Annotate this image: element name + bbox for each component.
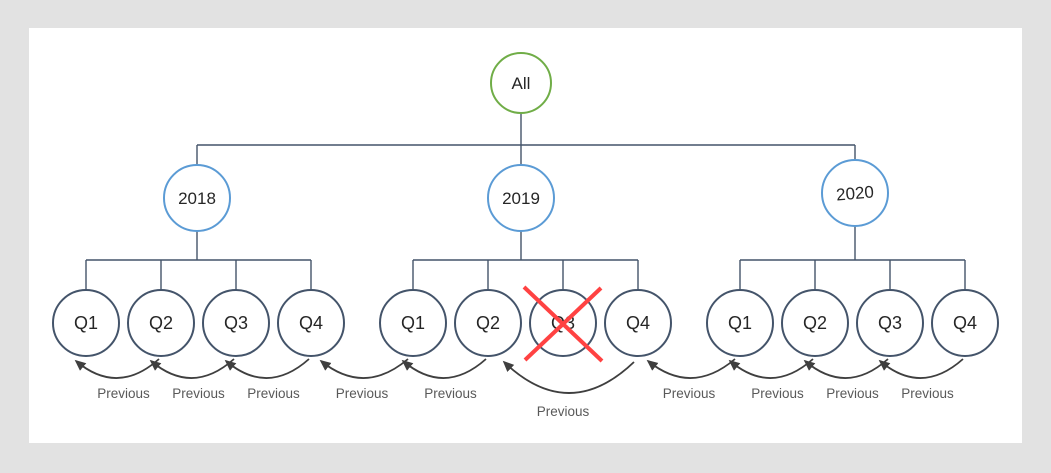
year-node-2019: 2019	[487, 164, 555, 232]
previous-link-2019-q2-to-2019-q1: Previous	[401, 358, 487, 401]
quarter-node-2019-q3: Q3	[522, 285, 604, 363]
tree-connectors	[85, 113, 966, 290]
year-node-2018: 2018	[163, 164, 231, 232]
quarter-node-circle	[379, 289, 447, 357]
quarter-node-label: Q1	[401, 313, 425, 333]
quarter-node-circle	[202, 289, 270, 357]
year-node-label-2020: 2020	[835, 182, 874, 204]
previous-arrow	[401, 358, 487, 379]
previous-link-2018-q4-to-2018-q3: Previous	[224, 358, 310, 401]
quarter-node-label: Q3	[224, 313, 248, 333]
previous-arrow	[646, 358, 736, 379]
previous-arrow-label: Previous	[97, 386, 150, 401]
previous-arrow	[502, 360, 635, 394]
previous-arrow-label: Previous	[826, 386, 879, 401]
quarter-node-label: Q3	[878, 313, 902, 333]
quarter-node-label: Q2	[149, 313, 173, 333]
quarter-node-label: Q4	[299, 313, 323, 333]
connector-root-to-years	[196, 113, 856, 165]
quarter-node-2020-q2: Q2	[781, 289, 849, 357]
previous-arrow-label: Previous	[537, 404, 590, 419]
previous-link-2019-q1-to-2018-q4: Previous	[319, 358, 409, 401]
quarter-node-2018-q1: Q1	[52, 289, 120, 357]
quarter-node-circle	[856, 289, 924, 357]
quarter-node-2020-q3: Q3	[856, 289, 924, 357]
quarter-node-label: Q1	[74, 313, 98, 333]
previous-arrow	[878, 358, 964, 379]
root-node-label: All	[512, 74, 531, 93]
previous-link-2019-q4-to-2019-q2: Previous	[502, 360, 635, 419]
quarter-node-2019-q2: Q2	[454, 289, 522, 357]
crossed-out-mark	[522, 285, 604, 363]
previous-arrow	[319, 358, 409, 379]
quarter-node-2020-q1: Q1	[706, 289, 774, 357]
previous-arrow-label: Previous	[663, 386, 716, 401]
quarter-node-circle	[604, 289, 672, 357]
previous-arrow-label: Previous	[901, 386, 954, 401]
year-node-2020: 2020	[821, 159, 889, 227]
previous-arrow-label: Previous	[424, 386, 477, 401]
connector-year-2020-to-quarters	[739, 226, 966, 290]
quarter-node-2018-q2: Q2	[127, 289, 195, 357]
root-node: All	[490, 52, 552, 114]
quarter-node-label: Q4	[626, 313, 650, 333]
quarter-node-label: Q2	[803, 313, 827, 333]
quarter-node-circle	[781, 289, 849, 357]
previous-link-2020-q4-to-2020-q3: Previous	[878, 358, 964, 401]
previous-arrow-label: Previous	[336, 386, 389, 401]
previous-arrow	[224, 358, 310, 379]
quarter-node-label: Q1	[728, 313, 752, 333]
connector-year-2018-to-quarters	[85, 231, 312, 290]
quarter-node-circle	[454, 289, 522, 357]
quarter-node-2018-q3: Q3	[202, 289, 270, 357]
year-node-circle-2020	[821, 159, 889, 227]
previous-arrow-label: Previous	[247, 386, 300, 401]
quarter-node-circle	[52, 289, 120, 357]
previous-arrow-label: Previous	[172, 386, 225, 401]
quarter-node-2020-q4: Q4	[931, 289, 999, 357]
quarter-node-circle	[127, 289, 195, 357]
year-node-label-2018: 2018	[178, 189, 216, 208]
year-node-label-2019: 2019	[502, 189, 540, 208]
quarter-node-circle	[931, 289, 999, 357]
quarter-node-label: Q4	[953, 313, 977, 333]
quarter-node-2019-q4: Q4	[604, 289, 672, 357]
connector-year-2019-to-quarters	[412, 231, 639, 290]
root-node-circle	[490, 52, 552, 114]
quarter-node-2018-q4: Q4	[277, 289, 345, 357]
year-node-circle-2018	[163, 164, 231, 232]
year-node-circle-2019	[487, 164, 555, 232]
quarter-node-2019-q1: Q1	[379, 289, 447, 357]
previous-link-2020-q1-to-2019-q4: Previous	[646, 358, 736, 401]
previous-arrow-label: Previous	[751, 386, 804, 401]
quarter-node-circle	[706, 289, 774, 357]
quarter-node-circle	[277, 289, 345, 357]
quarter-node-label: Q2	[476, 313, 500, 333]
